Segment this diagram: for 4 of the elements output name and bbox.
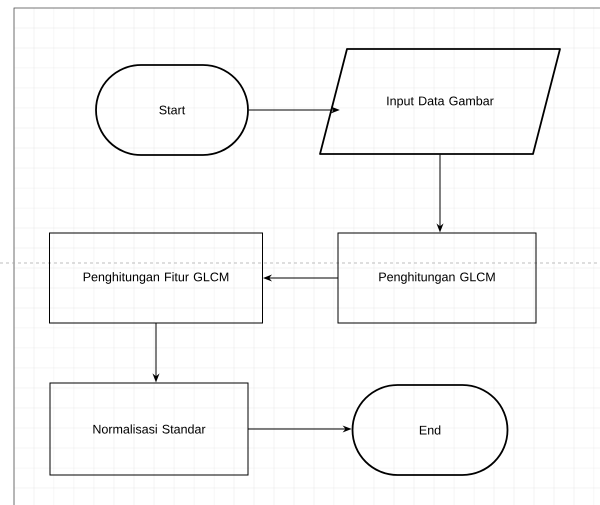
input-parallelogram: Input Data Gambar (319, 48, 561, 155)
process-box: Normalisasi Standar (50, 382, 248, 476)
process-box: Penghitungan GLCM (338, 232, 536, 324)
process-box: Penghitungan Fitur GLCM (49, 232, 263, 324)
